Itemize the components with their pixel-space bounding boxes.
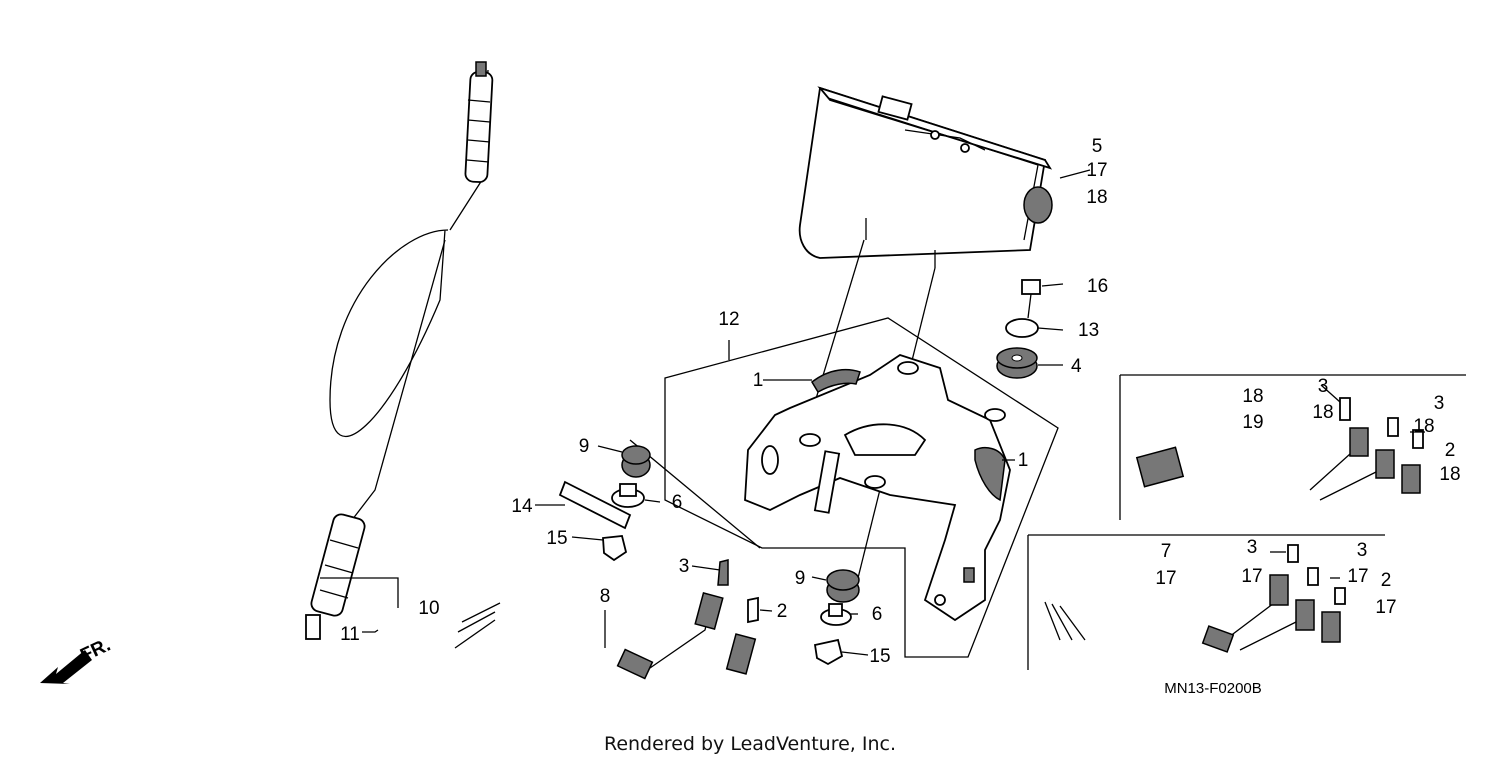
callout-3-box2-a: 3	[1247, 537, 1258, 558]
render-credit: Rendered by LeadVenture, Inc.	[603, 733, 897, 755]
wire-harness-19[interactable]	[1135, 397, 1424, 507]
speedometer-cable[interactable]	[305, 61, 494, 640]
callout-19: 19	[1242, 412, 1263, 433]
callout-6-bottom: 6	[872, 604, 883, 625]
callout-7: 7	[1161, 541, 1172, 562]
nut-15-left[interactable]	[602, 535, 628, 562]
callout-15-left: 15	[546, 528, 567, 549]
strap-14[interactable]	[558, 480, 632, 530]
grommet-1-top[interactable]	[811, 368, 861, 394]
washer-13[interactable]	[1005, 318, 1039, 338]
callout-3-box2-b: 3	[1357, 540, 1368, 561]
wire-harness-7[interactable]	[1044, 544, 1346, 653]
callout-6-left: 6	[672, 492, 683, 513]
callout-14: 14	[511, 496, 533, 517]
callout-1-top: 1	[753, 370, 764, 391]
callout-17-box2-b: 17	[1347, 566, 1368, 587]
callout-2-box1: 2	[1445, 440, 1456, 461]
grommet-1-right[interactable]	[974, 447, 1006, 502]
callout-3-box1-a: 3	[1318, 376, 1329, 397]
front-direction-arrow: FR.	[40, 635, 114, 684]
callout-18-meter: 18	[1086, 187, 1107, 208]
meter-bracket[interactable]	[744, 354, 1011, 622]
grommet-9-left[interactable]	[621, 445, 651, 478]
callout-4: 4	[1071, 356, 1082, 377]
callout-16: 16	[1087, 276, 1108, 297]
callout-9-left: 9	[579, 436, 590, 457]
callout-2-harness8: 2	[777, 601, 788, 622]
bolt-16[interactable]	[1021, 279, 1041, 319]
callout-18-box1-b: 18	[1413, 416, 1434, 437]
callout-5: 5	[1092, 136, 1103, 157]
callout-1-right: 1	[1018, 450, 1029, 471]
callout-2-box2: 2	[1381, 570, 1392, 591]
meter-assembly[interactable]	[798, 86, 1053, 268]
callout-17-box2-c: 17	[1375, 597, 1396, 618]
callout-10: 10	[418, 598, 439, 619]
wire-harness-8[interactable]	[454, 559, 759, 690]
nut-15-bottom[interactable]	[813, 638, 844, 666]
callout-13: 13	[1078, 320, 1099, 341]
callout-15-bottom: 15	[869, 646, 890, 667]
callout-17-box2-a: 17	[1241, 566, 1262, 587]
callout-12: 12	[718, 309, 739, 330]
callout-3-harness8: 3	[679, 556, 690, 577]
callout-18-box1-c: 18	[1439, 464, 1460, 485]
callout-17-meter: 17	[1086, 160, 1107, 181]
collar-6-left[interactable]	[611, 483, 645, 508]
callout-3-box1-b: 3	[1434, 393, 1445, 414]
callout-11: 11	[340, 624, 360, 645]
drawing-code: MN13-F0200B	[1164, 680, 1262, 697]
callout-18-box1-a: 18	[1312, 402, 1333, 423]
callout-17-box2: 17	[1155, 568, 1176, 589]
callout-8: 8	[600, 586, 611, 607]
callout-18-box1: 18	[1242, 386, 1263, 407]
grommet-9-bottom[interactable]	[826, 569, 860, 603]
rubber-4[interactable]	[996, 347, 1038, 379]
collar-6-bottom[interactable]	[820, 603, 852, 626]
callout-9-bottom: 9	[795, 568, 806, 589]
